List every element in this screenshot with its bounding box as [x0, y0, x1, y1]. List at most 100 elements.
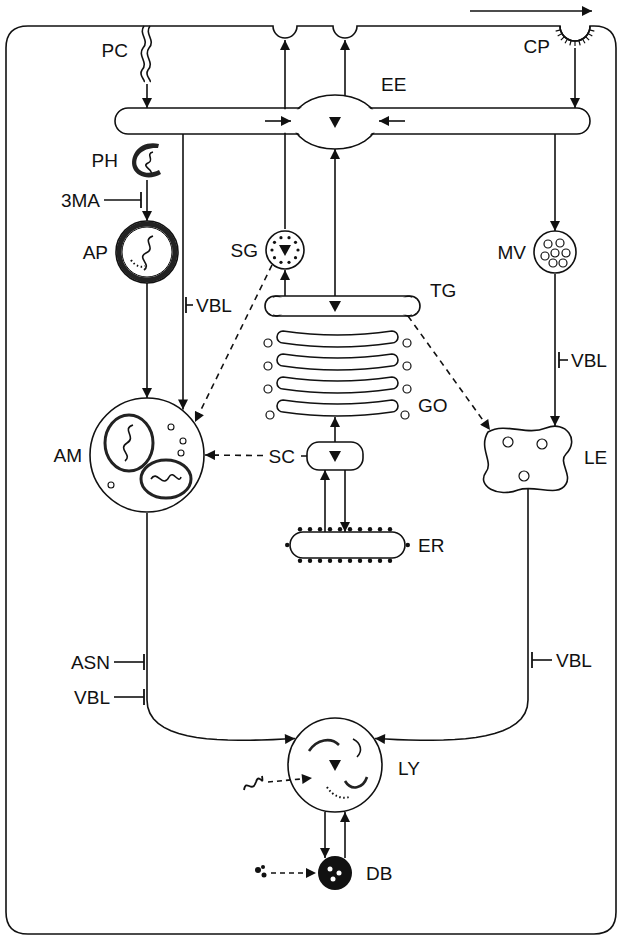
inhibitor-label: ASN	[71, 653, 110, 672]
granule-dot	[273, 256, 276, 259]
organelle-label: PC	[102, 41, 128, 60]
ribosome	[308, 559, 312, 563]
pathway-arrow	[324, 812, 326, 858]
dense-body-spot	[331, 877, 336, 882]
sorting-arrow	[379, 120, 405, 122]
digested-membrane	[309, 740, 339, 751]
cytoplasm-fragment	[143, 236, 153, 270]
organelle-shape	[265, 230, 305, 270]
organelle-shape	[317, 855, 353, 891]
internal-vesicle	[519, 471, 529, 481]
organelle-label: DB	[366, 864, 392, 883]
cytoplasm-fragment	[151, 475, 181, 481]
dashed-pathway-arrow	[195, 265, 272, 422]
digested-membrane	[345, 777, 367, 787]
content-marker	[329, 117, 341, 128]
particle	[255, 867, 261, 873]
organelle-shape	[115, 220, 179, 284]
cytoplasm-fragment	[244, 776, 262, 790]
pathway-arrow	[554, 134, 556, 231]
pathway-arrow	[182, 134, 184, 410]
pathway-arrow	[146, 84, 148, 108]
granule-dot	[273, 241, 276, 244]
organelle-shape	[533, 230, 577, 274]
organelle-shape	[307, 442, 363, 470]
content-marker	[279, 245, 291, 256]
trans-golgi: TG	[265, 290, 420, 324]
coat-bristle	[556, 30, 561, 31]
double-membrane	[119, 224, 175, 280]
inhibitor-line	[186, 304, 193, 306]
coat-bristle	[588, 34, 592, 37]
small-vesicle	[108, 482, 114, 488]
golgi-vesicle	[264, 385, 272, 393]
golgi-fill	[266, 297, 284, 315]
inhibitor-line	[104, 199, 141, 201]
endosome-vacuole	[293, 95, 377, 149]
dashed-pathway-arrow	[408, 316, 490, 430]
cell-membrane	[6, 26, 616, 934]
granule-membrane	[266, 231, 304, 269]
pit-membrane	[560, 26, 590, 41]
pathway-arrow	[334, 149, 336, 296]
inhibitor-bar	[143, 654, 145, 670]
coat-bristle	[586, 37, 590, 41]
organelle-shape	[136, 26, 158, 82]
internal-vesicle	[556, 239, 564, 247]
inhibitor-line	[559, 359, 568, 361]
organelle-label: TG	[430, 281, 456, 300]
cytoplasm-fragment	[124, 425, 133, 461]
coat-bristle	[583, 39, 586, 43]
organelle-shape	[275, 327, 400, 425]
organelle-shape	[89, 397, 205, 513]
organelle-label: CP	[524, 37, 550, 56]
compartment-outline	[307, 442, 363, 470]
ribosome	[358, 559, 362, 563]
small-vesicle	[168, 424, 174, 430]
golgi-cisterna	[273, 296, 412, 316]
late-endosome: LE	[478, 420, 578, 495]
organelle-label: AP	[83, 243, 108, 262]
granule-dot	[279, 261, 282, 264]
ribosome	[406, 543, 410, 547]
ribosome	[338, 559, 342, 563]
organelle-shape	[478, 420, 578, 495]
internal-vesicle	[503, 437, 513, 447]
amphisome-membrane	[90, 398, 204, 512]
pathway-arrow	[284, 270, 286, 296]
ribosome	[348, 527, 352, 531]
content-marker	[329, 760, 341, 771]
internal-vesicle	[559, 259, 567, 267]
internal-vesicle	[544, 240, 552, 248]
uptake-arrow	[271, 872, 316, 874]
ribosome	[348, 559, 352, 563]
cytoplasm-fragment	[131, 260, 145, 267]
coat-bristle	[574, 41, 575, 46]
internal-vesicle	[551, 249, 559, 257]
organelle-label: MV	[498, 243, 527, 262]
organelle-shape	[287, 717, 383, 813]
ribosome	[368, 527, 372, 531]
coat-bristle	[570, 40, 571, 45]
pathway-arrow	[344, 812, 346, 858]
ribosome	[308, 527, 312, 531]
endosome-outline	[484, 426, 572, 492]
organelle-shape	[265, 290, 420, 324]
organelle-shape	[290, 532, 405, 558]
organelle-label: PH	[92, 151, 118, 170]
inhibitor-label: VBL	[556, 651, 592, 670]
content-marker	[329, 451, 341, 462]
plasma-membrane-ruffle: PC	[136, 26, 158, 82]
golgi-vesicle	[266, 411, 274, 419]
golgi-vesicle	[403, 362, 411, 370]
mvb-membrane	[534, 231, 576, 273]
dense-body: DB	[317, 855, 353, 891]
ribosome	[368, 559, 372, 563]
cytoplasm-fragment	[146, 152, 153, 173]
lysosome: LY	[287, 717, 383, 813]
small-vesicle	[180, 438, 186, 444]
coat-bristle	[589, 30, 594, 31]
granule-dot	[270, 248, 273, 251]
small-vesicle	[178, 450, 184, 456]
secretory-granule: SG	[265, 230, 305, 270]
